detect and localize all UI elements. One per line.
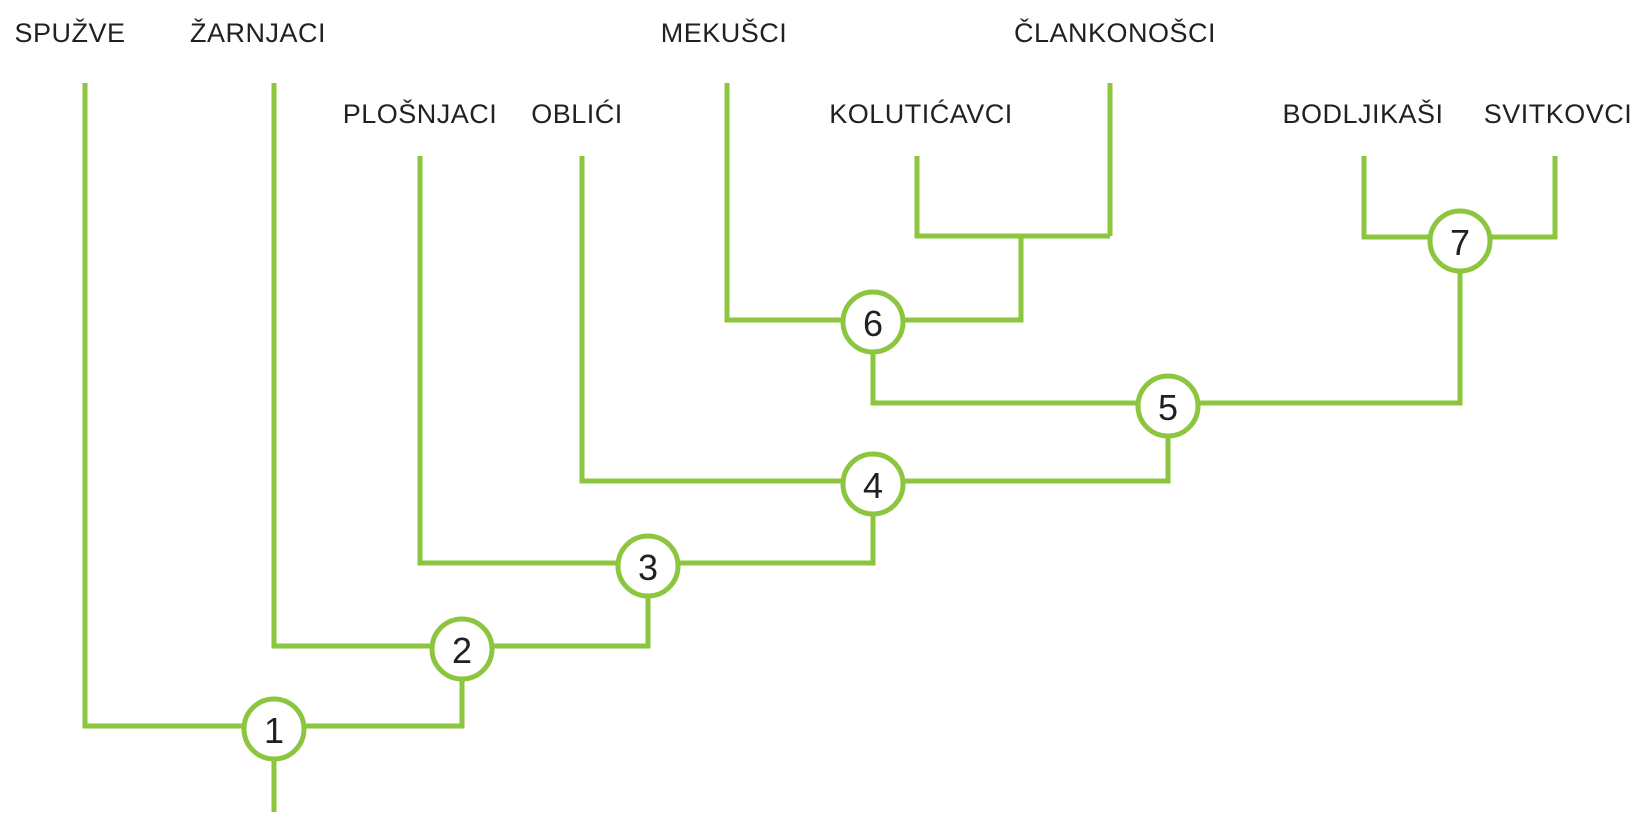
branch-node6-stem [870, 320, 1168, 406]
node-5-circle [1135, 373, 1201, 439]
node-6-circle [840, 289, 906, 355]
branch-oblici [579, 156, 873, 484]
branch-spuzve [82, 83, 274, 729]
node-3-circle [615, 533, 681, 599]
branch-koluticavci-clankonosci-stem [873, 236, 1024, 323]
branch-node4-stem [648, 481, 876, 566]
branch-mekusci [724, 83, 873, 323]
node-3-number: 3 [637, 547, 659, 588]
node-2-circle [429, 616, 495, 682]
node-2-number: 2 [451, 630, 473, 671]
taxon-label-oblici: OBLIĆI [531, 99, 623, 129]
node-4-circle [840, 451, 906, 517]
taxon-label-svitkovci: SVITKOVCI [1483, 99, 1633, 129]
taxon-label-zarnjaci: ŽARNJACI [189, 18, 327, 48]
node-6-number: 6 [862, 303, 884, 344]
branch-node5-stem [873, 403, 1171, 484]
node-7-number: 7 [1449, 222, 1471, 263]
taxon-label-bodljikasi: BODLJIKAŠI [1282, 99, 1444, 129]
taxon-label-mekusci: MEKUŠCI [660, 18, 788, 48]
taxon-label-koluticavci: KOLUTIĆAVCI [829, 99, 1013, 129]
node-1-circle [241, 696, 307, 762]
branch-koluticavci [914, 156, 1110, 239]
branch-zarnjaci [271, 83, 462, 649]
taxon-label-spuzve: SPUŽVE [14, 18, 126, 48]
node-1-number: 1 [263, 710, 285, 751]
branch-node7-stem [1168, 237, 1463, 406]
node-7-circle [1427, 208, 1493, 274]
taxon-label-clankonosci: ČLANKONOŠCI [1013, 18, 1217, 48]
node-5-number: 5 [1157, 387, 1179, 428]
taxon-label-plosnjaci: PLOŠNJACI [342, 99, 498, 129]
branch-plosnjaci [417, 156, 648, 566]
node-4-number: 4 [862, 465, 884, 506]
